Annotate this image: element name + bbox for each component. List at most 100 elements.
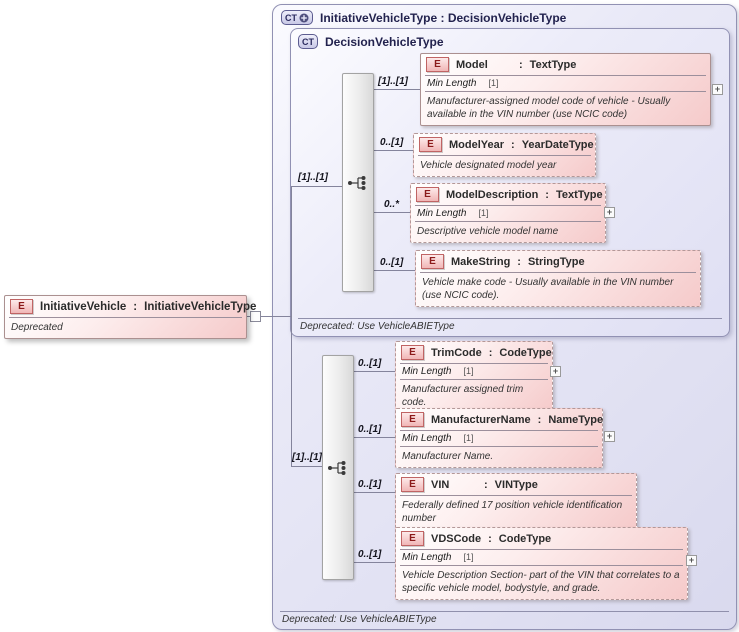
element-type: CodeType — [499, 346, 552, 359]
complex-type-title: InitiativeVehicleType : DecisionVehicleT… — [320, 10, 567, 25]
element-name: MakeString — [451, 255, 511, 268]
expand-button[interactable]: + — [686, 555, 697, 566]
element-description: Vehicle make code - Usually available in… — [422, 277, 674, 301]
connector-line — [352, 562, 395, 563]
colon-separator: : — [511, 138, 515, 151]
facet-label: Min Length — [402, 552, 452, 563]
element-name: ModelDescription — [446, 188, 539, 201]
sequence-icon — [328, 460, 346, 475]
complex-type-icon-label: CT — [285, 12, 297, 23]
element-icon: E — [416, 187, 439, 202]
element-icon: E — [401, 412, 424, 427]
element-name: Model — [456, 58, 488, 71]
facet-label: Min Length — [402, 433, 452, 444]
element-box-modelyear[interactable]: E ModelYear : YearDateType Vehicle desig… — [413, 133, 596, 177]
connector-line — [247, 316, 250, 317]
cardinality-label: 0..[1] — [358, 424, 382, 435]
facet-row: Min Length [1] — [415, 205, 601, 222]
element-box-vdscode[interactable]: E VDSCode : CodeType Min Length [1] Vehi… — [395, 527, 688, 600]
cardinality-label: 0..[1] — [380, 257, 404, 268]
element-description: Manufacturer Name. — [402, 451, 494, 462]
facet-row: Min Length [1] — [425, 75, 706, 92]
collapse-handle[interactable] — [250, 311, 261, 322]
element-description: Manufacturer assigned trim code. — [402, 384, 524, 408]
element-header: E MakeString : StringType — [416, 251, 700, 272]
cardinality-label: 0..* — [384, 199, 400, 210]
element-icon: E — [10, 299, 33, 314]
element-header: E InitiativeVehicle : InitiativeVehicleT… — [5, 296, 256, 317]
element-type: CodeType — [498, 532, 552, 545]
element-description: Vehicle designated model year — [420, 160, 557, 171]
colon-separator: : — [488, 346, 493, 359]
facet-label: Min Length — [402, 366, 452, 377]
facet-row: Min Length [1] — [400, 549, 683, 566]
sequence-compositor[interactable] — [322, 355, 354, 580]
expand-button[interactable]: + — [712, 84, 723, 95]
element-type: TextType — [555, 188, 603, 201]
connector-line — [373, 212, 410, 213]
facet-label: Min Length — [427, 78, 477, 89]
connector-line — [261, 316, 291, 317]
element-header: E ModelDescription : TextType — [411, 184, 605, 205]
facet-value: [1] — [463, 433, 474, 443]
element-type: NameType — [548, 413, 604, 426]
complex-type-icon: CT — [281, 10, 313, 25]
element-description: Federally defined 17 position vehicle id… — [402, 500, 623, 524]
complex-type-header[interactable]: CT InitiativeVehicleType : DecisionVehic… — [281, 10, 566, 25]
element-header: E VIN : VINType — [396, 474, 636, 495]
facet-value: [1] — [463, 366, 474, 376]
expand-button[interactable]: + — [604, 207, 615, 218]
colon-separator: : — [488, 532, 492, 545]
element-box-manufacturername[interactable]: E ManufacturerName : NameType Min Length… — [395, 408, 603, 468]
connector-line — [291, 186, 292, 467]
expand-button[interactable]: + — [550, 366, 561, 377]
colon-separator: : — [537, 413, 542, 426]
colon-separator: : — [484, 478, 488, 491]
cardinality-label: [1]..[1] — [292, 452, 322, 463]
connector-line — [352, 371, 395, 372]
complex-type-header[interactable]: CT DecisionVehicleType — [298, 34, 444, 49]
element-box-trimcode[interactable]: E TrimCode : CodeType Min Length [1] Man… — [395, 341, 553, 414]
deprecated-note: Deprecated: Use VehicleABIEType — [280, 611, 729, 626]
plus-circle-icon — [299, 13, 309, 22]
element-box-makestring[interactable]: E MakeString : StringType Vehicle make c… — [415, 250, 701, 307]
deprecated-note: Deprecated: Use VehicleABIEType — [298, 318, 722, 333]
element-icon: E — [401, 531, 424, 546]
connector-line — [291, 466, 322, 467]
element-type: VINType — [494, 478, 538, 491]
element-box-initiativevehicle[interactable]: E InitiativeVehicle : InitiativeVehicleT… — [4, 295, 256, 339]
connector-line — [373, 89, 420, 90]
cardinality-label: 0..[1] — [380, 137, 404, 148]
element-name: ModelYear — [449, 138, 505, 151]
element-description: Manufacturer-assigned model code of vehi… — [427, 96, 671, 120]
complex-type-icon: CT — [298, 34, 318, 49]
connector-line — [291, 186, 342, 187]
cardinality-label: 0..[1] — [358, 358, 382, 369]
divider — [400, 495, 632, 496]
facet-value: [1] — [463, 552, 474, 562]
facet-row: Min Length [1] — [400, 430, 598, 447]
element-box-model[interactable]: E Model : TextType Min Length [1] Manufa… — [420, 53, 711, 126]
sequence-compositor[interactable] — [342, 73, 374, 292]
colon-separator: : — [517, 255, 521, 268]
element-name: InitiativeVehicle — [40, 300, 127, 313]
element-icon: E — [421, 254, 444, 269]
complex-type-title: DecisionVehicleType — [325, 34, 444, 49]
connector-line — [352, 437, 395, 438]
element-type: InitiativeVehicleType — [144, 300, 257, 313]
element-icon: E — [419, 137, 442, 152]
element-box-vin[interactable]: E VIN : VINType Federally defined 17 pos… — [395, 473, 637, 530]
element-type: TextType — [529, 58, 577, 71]
element-box-modeldescription[interactable]: E ModelDescription : TextType Min Length… — [410, 183, 606, 243]
element-name: VIN — [431, 478, 450, 491]
element-name: VDSCode — [431, 532, 482, 545]
expand-button[interactable]: + — [604, 431, 615, 442]
element-header: E ManufacturerName : NameType — [396, 409, 604, 430]
element-name: TrimCode — [431, 346, 482, 359]
colon-separator: : — [133, 300, 138, 313]
colon-separator: : — [545, 188, 549, 201]
element-icon: E — [401, 477, 424, 492]
element-header: E ModelYear : YearDateType — [414, 134, 595, 155]
element-description: Vehicle Description Section- part of the… — [402, 570, 680, 594]
